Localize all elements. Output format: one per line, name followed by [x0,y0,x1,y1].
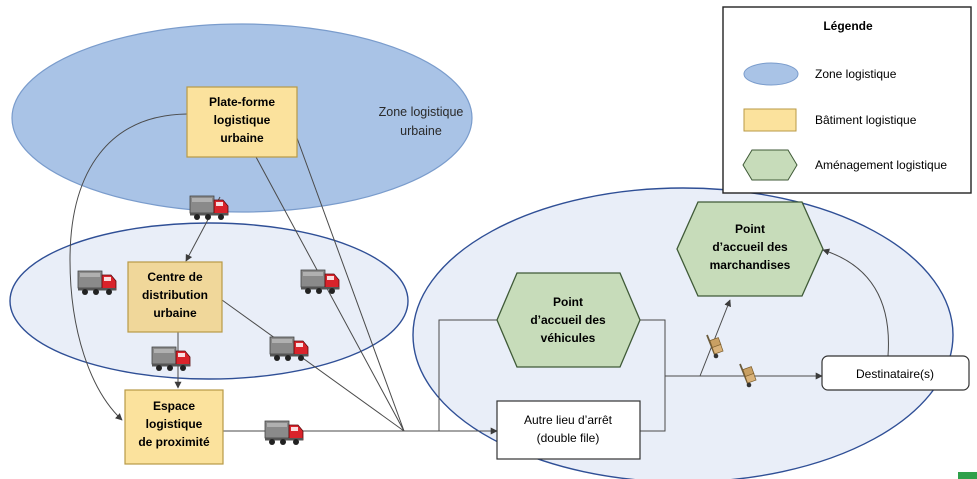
centre-line1: Centre de [147,270,203,284]
destinataire-label: Destinataire(s) [856,367,934,381]
corner-mark [958,472,977,479]
vehicules-line1: Point [553,295,583,309]
building-plateforme: Plate-forme logistique urbaine [186,86,298,158]
truck-icon [300,269,340,295]
autre-lieu-line2: (double file) [537,431,600,445]
zone-label-line1: Zone logistique [379,105,464,119]
flow-lines [69,113,889,435]
espace-line2: logistique [146,417,203,431]
marchandises-line3: marchandises [710,258,791,272]
espace-line1: Espace [153,399,195,413]
espace-line3: de proximité [138,435,210,449]
legend-item-batiment: Bâtiment logistique [815,113,917,127]
rectangle-icon [743,108,797,132]
marchandises-line2: d’accueil des [712,240,788,254]
ellipse-icon [743,62,799,86]
amenagement-accueil-marchandises: Point d’accueil des marchandises [676,201,824,297]
vehicules-line3: véhicules [541,331,596,345]
legend-item-zone: Zone logistique [815,67,897,81]
building-espace: Espace logistique de proximité [124,389,224,465]
truck-icon [189,195,229,221]
truck-icon [77,270,117,296]
building-centre: Centre de distribution urbaine [127,261,223,333]
legend-title: Légende [823,19,873,33]
truck-icon [151,346,191,372]
plateforme-line2: logistique [214,113,271,127]
box-autre-lieu: Autre lieu d’arrêt (double file) [496,400,641,460]
truck-icon [264,420,304,446]
vehicules-line2: d’accueil des [530,313,606,327]
zone-label-line2: urbaine [400,124,442,138]
plateforme-line3: urbaine [220,131,264,145]
plateforme-line1: Plate-forme [209,95,275,109]
box-destinataire: Destinataire(s) [821,355,970,391]
centre-line3: urbaine [153,306,197,320]
amenagement-accueil-vehicules: Point d’accueil des véhicules [496,272,641,368]
autre-lieu-line1: Autre lieu d’arrêt [524,413,613,427]
marchandises-line1: Point [735,222,765,236]
truck-icon [269,336,309,362]
legend: Légende Zone logistique Bâtiment logisti… [722,6,972,194]
destination-zone [412,187,954,479]
hexagon-icon [742,149,798,181]
legend-item-amenagement: Aménagement logistique [815,158,947,172]
centre-line2: distribution [142,288,208,302]
